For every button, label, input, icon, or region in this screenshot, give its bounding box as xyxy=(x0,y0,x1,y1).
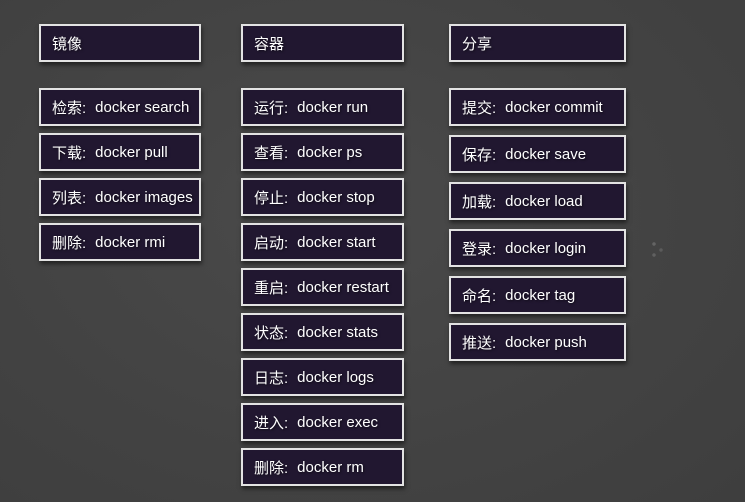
command-text: docker load xyxy=(505,192,583,210)
command-label: 删除: xyxy=(52,234,87,252)
command-label: 推送: xyxy=(462,334,497,352)
command-text: docker save xyxy=(505,145,587,163)
column-share-header: 分享 xyxy=(449,24,626,62)
command-box-docker-pull: 下载: docker pull xyxy=(39,133,201,171)
command-box-docker-commit: 提交: docker commit xyxy=(449,88,626,126)
column-images-title: 镜像 xyxy=(52,35,83,53)
command-text: docker search xyxy=(95,98,190,116)
command-box-docker-ps: 查看: docker ps xyxy=(241,133,404,171)
command-label: 重启: xyxy=(254,279,289,297)
command-label: 检索: xyxy=(52,99,87,117)
column-share-title: 分享 xyxy=(462,35,493,53)
command-label: 状态: xyxy=(254,324,289,342)
command-label: 下载: xyxy=(52,144,87,162)
column-images-header: 镜像 xyxy=(39,24,201,62)
command-label: 登录: xyxy=(462,240,497,258)
command-box-docker-rm: 删除: docker rm xyxy=(241,448,404,486)
command-text: docker logs xyxy=(297,368,374,386)
command-box-docker-restart: 重启: docker restart xyxy=(241,268,404,306)
command-box-docker-search: 检索: docker search xyxy=(39,88,201,126)
command-label: 启动: xyxy=(254,234,289,252)
command-box-docker-stats: 状态: docker stats xyxy=(241,313,404,351)
command-box-docker-login: 登录: docker login xyxy=(449,229,626,267)
command-box-docker-rmi: 删除: docker rmi xyxy=(39,223,201,261)
command-text: docker pull xyxy=(95,143,168,161)
command-box-docker-logs: 日志: docker logs xyxy=(241,358,404,396)
video-compression-artifact xyxy=(652,242,664,258)
column-share: 分享 提交: docker commit 保存: docker save 加载:… xyxy=(449,24,626,370)
command-box-docker-exec: 进入: docker exec xyxy=(241,403,404,441)
column-containers-title: 容器 xyxy=(254,35,285,53)
command-text: docker tag xyxy=(505,286,576,304)
command-text: docker restart xyxy=(297,278,389,296)
command-text: docker rmi xyxy=(95,233,166,251)
command-text: docker rm xyxy=(297,458,364,476)
column-images: 镜像 检索: docker search 下载: docker pull 列表:… xyxy=(39,24,201,268)
command-label: 保存: xyxy=(462,146,497,164)
column-containers-header: 容器 xyxy=(241,24,404,62)
command-label: 停止: xyxy=(254,189,289,207)
command-label: 删除: xyxy=(254,459,289,477)
command-text: docker commit xyxy=(505,98,603,116)
command-box-docker-start: 启动: docker start xyxy=(241,223,404,261)
command-label: 查看: xyxy=(254,144,289,162)
command-text: docker images xyxy=(95,188,193,206)
command-label: 日志: xyxy=(254,369,289,387)
command-box-docker-tag: 命名: docker tag xyxy=(449,276,626,314)
command-label: 命名: xyxy=(462,287,497,305)
command-text: docker login xyxy=(505,239,587,257)
command-box-docker-images: 列表: docker images xyxy=(39,178,201,216)
command-box-docker-run: 运行: docker run xyxy=(241,88,404,126)
column-containers: 容器 运行: docker run 查看: docker ps 停止: dock… xyxy=(241,24,404,493)
command-text: docker run xyxy=(297,98,369,116)
command-label: 列表: xyxy=(52,189,87,207)
command-box-docker-load: 加载: docker load xyxy=(449,182,626,220)
command-label: 加载: xyxy=(462,193,497,211)
command-box-docker-push: 推送: docker push xyxy=(449,323,626,361)
command-label: 运行: xyxy=(254,99,289,117)
command-label: 提交: xyxy=(462,99,497,117)
command-box-docker-save: 保存: docker save xyxy=(449,135,626,173)
command-text: docker stop xyxy=(297,188,375,206)
command-text: docker push xyxy=(505,333,587,351)
command-box-docker-stop: 停止: docker stop xyxy=(241,178,404,216)
command-label: 进入: xyxy=(254,414,289,432)
command-text: docker ps xyxy=(297,143,363,161)
command-text: docker stats xyxy=(297,323,379,341)
command-text: docker exec xyxy=(297,413,379,431)
command-text: docker start xyxy=(297,233,376,251)
